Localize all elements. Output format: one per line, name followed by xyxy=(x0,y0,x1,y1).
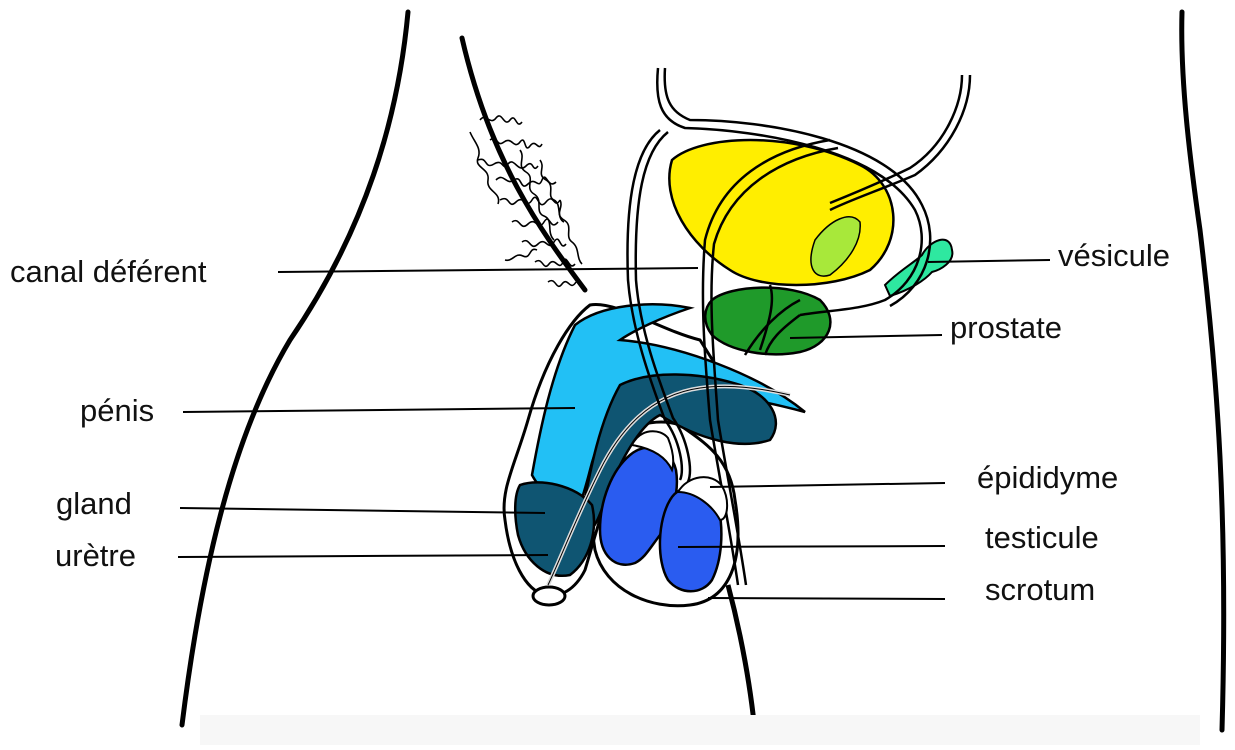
bottom-shade xyxy=(200,715,1200,745)
label-testicule: testicule xyxy=(985,522,1099,553)
seminal-vesicle xyxy=(885,240,952,296)
body-outline-left xyxy=(182,12,408,725)
leader-scrotum xyxy=(708,598,945,599)
glans-tip-outline xyxy=(533,587,565,605)
leader-penis xyxy=(183,408,575,412)
label-scrotum: scrotum xyxy=(985,574,1095,605)
groin-fold-line xyxy=(462,38,585,290)
label-vesicule: vésicule xyxy=(1058,240,1170,271)
label-epididyme: épididyme xyxy=(977,462,1118,493)
label-penis: pénis xyxy=(80,395,154,426)
label-prostate: prostate xyxy=(950,312,1062,343)
leader-uretre xyxy=(178,555,548,557)
label-canal-deferent: canal déférent xyxy=(10,256,206,287)
leader-gland xyxy=(180,508,545,513)
leader-epididyme xyxy=(710,483,945,487)
label-gland: gland xyxy=(56,488,132,519)
body-outline-right xyxy=(1182,12,1224,730)
label-uretre: urètre xyxy=(55,540,136,571)
leader-testicule xyxy=(678,546,945,547)
